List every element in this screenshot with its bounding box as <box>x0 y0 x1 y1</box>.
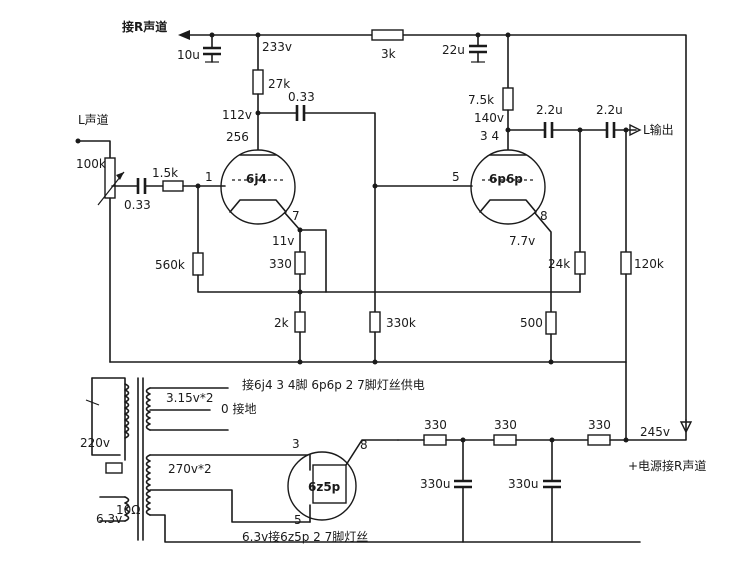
label-right-grid-pin: 5 <box>452 170 460 184</box>
label-r-2k: 2k <box>274 316 289 330</box>
label-winding-10-ohm: 10Ω <box>116 503 140 517</box>
label-rect-pin5: 5 <box>294 513 302 527</box>
label-r-cathode-330: 330 <box>269 257 292 271</box>
label-winding-6-3v: 6.3v <box>96 512 122 526</box>
label-right-plate-voltage: 140v <box>474 111 504 125</box>
label-r-560k: 560k <box>155 258 185 272</box>
capacitor-22u <box>469 34 487 63</box>
label-tube-6z5p: 6z5p <box>308 480 341 494</box>
label-cap-out2: 2.2u <box>596 103 623 117</box>
label-r-27k: 27k <box>268 77 290 91</box>
label-r-7-5k: 7.5k <box>468 93 494 107</box>
bleeder-resistor-120k <box>620 129 632 439</box>
capacitor-10u <box>203 34 221 63</box>
label-tube-6p6p: 6p6p <box>489 172 523 186</box>
label-r-filter2: 330 <box>494 418 517 432</box>
label-r-330k: 330k <box>386 316 416 330</box>
left-input-wiring <box>77 140 226 363</box>
label-left-output: L输出 <box>643 122 674 137</box>
label-rect-pin8: 8 <box>360 438 368 452</box>
label-right-plate-pins: 3 4 <box>480 129 499 143</box>
label-cap-filter1: 330u <box>420 477 451 491</box>
label-r-filter1: 330 <box>424 418 447 432</box>
label-cap-22u: 22u <box>442 43 465 57</box>
bias-resistor-330k <box>369 311 381 363</box>
filter-network <box>397 419 693 543</box>
label-right-channel-link: 接R声道 <box>122 19 167 34</box>
label-pot-100k: 100k <box>76 157 106 171</box>
power-transformer <box>85 377 641 543</box>
label-cap-coupling: 0.33 <box>288 90 315 104</box>
label-left-plate-voltage: 112v <box>222 108 252 122</box>
feedback-resistor-24k <box>574 129 586 293</box>
top-supply-rail <box>178 30 687 421</box>
label-left-input: L声道 <box>78 113 109 127</box>
label-cap-filter2: 330u <box>508 477 539 491</box>
label-heater-note: 接6j4 3 4脚 6p6p 2 7脚灯丝供电 <box>242 377 425 392</box>
label-r-filter3: 330 <box>588 418 611 432</box>
label-left-plate-pins: 256 <box>226 130 249 144</box>
right-cathode-wiring <box>534 212 557 363</box>
label-rect-heater-note: 6.3v接6z5p 2 7脚灯丝 <box>242 529 368 544</box>
left-plate-wiring <box>252 34 376 313</box>
label-cap-10u: 10u <box>177 48 200 62</box>
label-tube-6j4: 6j4 <box>246 172 267 186</box>
label-b-plus-note: +电源接R声道 <box>628 458 706 473</box>
label-right-cathode-voltage: 7.7v <box>509 234 535 248</box>
label-left-cathode-voltage: 11v <box>272 234 294 248</box>
label-ground-note: 0 接地 <box>221 401 256 416</box>
label-cap-out1: 2.2u <box>536 103 563 117</box>
label-winding-270v: 270v*2 <box>168 462 212 476</box>
label-right-cathode-pin: 8 <box>540 209 548 223</box>
label-left-grid-pin: 1 <box>205 170 213 184</box>
tube-6p6p <box>470 149 546 225</box>
tube-6j4 <box>220 149 296 225</box>
label-r-500: 500 <box>520 316 543 330</box>
label-rect-pin3: 3 <box>292 437 300 451</box>
grid-resistor-560k <box>192 185 581 293</box>
rectifier-tube-6z5p <box>287 439 399 523</box>
label-r-120k: 120k <box>634 257 664 271</box>
resistor-3k <box>371 29 404 41</box>
label-233v: 233v <box>262 40 292 54</box>
label-cap-in: 0.33 <box>124 198 151 212</box>
label-b-plus-voltage: 245v <box>640 425 670 439</box>
label-r-1-5k: 1.5k <box>152 166 178 180</box>
label-left-cathode-pin: 7 <box>292 209 300 223</box>
right-plate-wiring <box>502 34 642 151</box>
label-winding-3-15v: 3.15v*2 <box>166 391 213 405</box>
label-r-24k: 24k <box>548 257 570 271</box>
label-r3k: 3k <box>381 47 396 61</box>
label-mains-220v: 220v <box>80 436 110 450</box>
